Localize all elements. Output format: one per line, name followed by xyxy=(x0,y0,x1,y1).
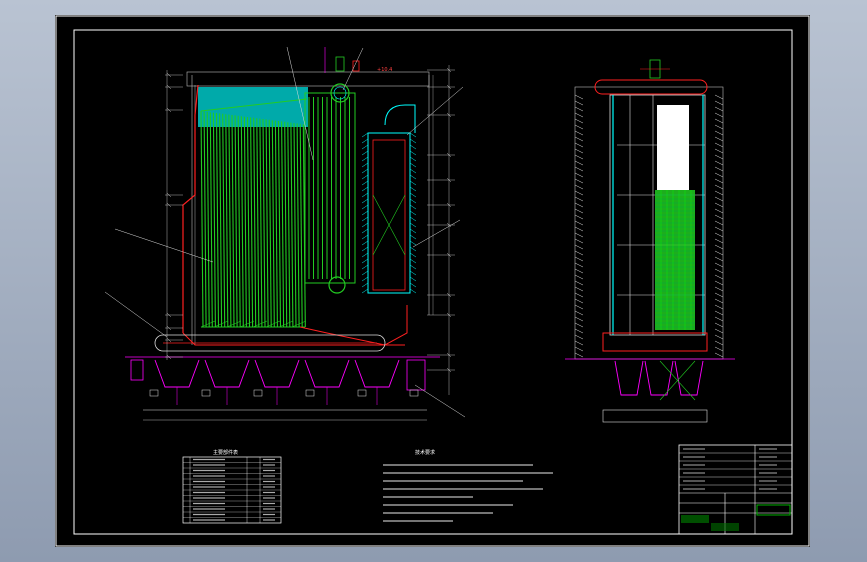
outer-border xyxy=(55,15,810,547)
boiler-cad-drawing xyxy=(55,15,810,547)
upper-drum xyxy=(330,83,350,103)
foundation xyxy=(130,359,426,405)
parts-table-heading: 主要部件表 xyxy=(213,450,239,456)
furnace-tube-bank xyxy=(200,98,308,328)
front-section-view xyxy=(104,46,466,421)
lower-drum xyxy=(328,276,346,294)
membrane-wall xyxy=(198,87,308,127)
side-section-view xyxy=(565,59,735,423)
air-heater xyxy=(367,132,411,294)
drawing-sheet: +10.4 主要部件表 技术要求 xyxy=(55,15,810,547)
title-block xyxy=(678,444,793,535)
boiler-casing xyxy=(182,84,199,333)
technical-notes xyxy=(383,464,553,522)
parts-table xyxy=(182,456,282,524)
elevation-label: +10.4 xyxy=(377,67,393,73)
inner-border xyxy=(73,29,793,535)
chain-grate xyxy=(154,334,386,352)
furnace-section xyxy=(657,105,689,190)
title-block-stamp xyxy=(756,504,791,516)
notes-heading: 技术要求 xyxy=(415,450,436,456)
